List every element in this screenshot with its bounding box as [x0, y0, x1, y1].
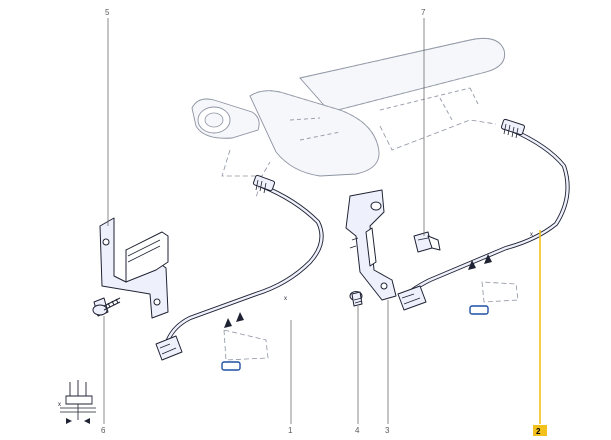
dimension-label-x: x: [284, 296, 287, 302]
dimension-label-x: x: [58, 402, 61, 408]
callout-6[interactable]: 6: [101, 426, 106, 435]
part-5-bracket[interactable]: [99, 217, 169, 319]
part-2-oxygen-sensor[interactable]: [397, 118, 570, 315]
leader-lines: [103, 18, 541, 424]
callout-1[interactable]: 1: [288, 426, 293, 435]
part-3-sensor-bracket[interactable]: [345, 189, 397, 301]
callout-7[interactable]: 7: [421, 8, 426, 17]
part-6-bolt[interactable]: [92, 297, 121, 317]
callout-4[interactable]: 4: [355, 426, 360, 435]
dimension-label-x: x: [530, 232, 533, 238]
part-7-clip[interactable]: [413, 231, 441, 253]
callout-2-highlight: [533, 425, 547, 436]
callout-5[interactable]: 5: [105, 8, 110, 17]
part-4-bolt[interactable]: [349, 291, 363, 307]
part-1-oxygen-sensor[interactable]: [155, 174, 324, 371]
callout-2[interactable]: 2: [536, 427, 541, 436]
exhaust-ghost: [191, 37, 506, 177]
callout-labels: 5 7 6 1 4 3 2: [101, 8, 547, 436]
callout-3[interactable]: 3: [385, 426, 390, 435]
installation-symbol: x: [58, 380, 96, 424]
